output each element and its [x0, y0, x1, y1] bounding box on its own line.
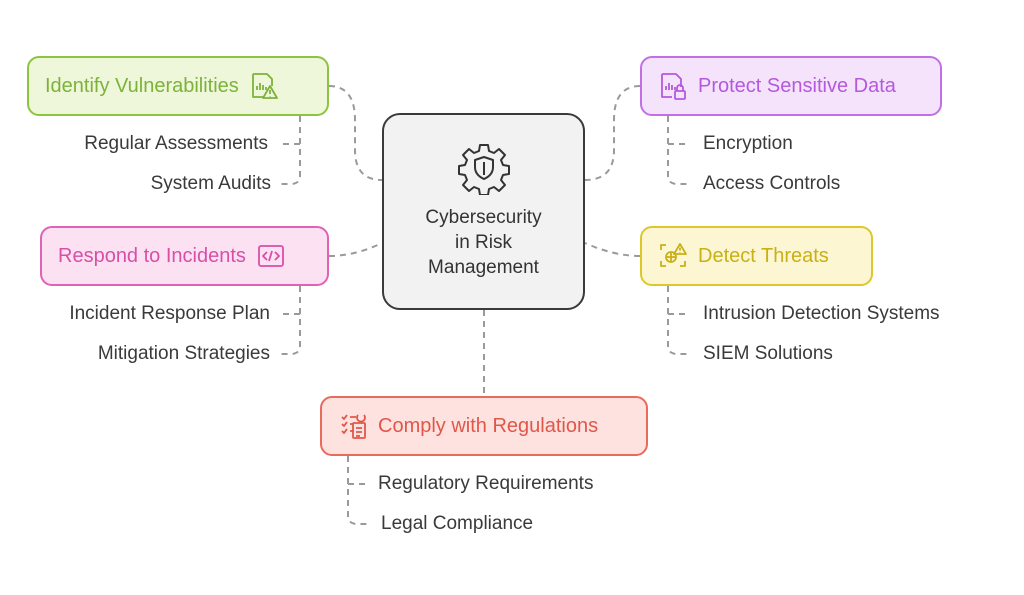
- item-intrusion-detection-systems: Intrusion Detection Systems: [703, 303, 940, 324]
- connector-identify-items: [280, 116, 301, 185]
- branch-label: Respond to Incidents: [58, 244, 246, 267]
- central-topic-node: Cybersecurity in Risk Management: [382, 113, 585, 310]
- item-encryption: Encryption: [703, 133, 793, 154]
- branch-label: Identify Vulnerabilities: [45, 74, 239, 97]
- connector-respond: [328, 242, 383, 257]
- chart-lock-icon: [658, 71, 688, 101]
- item-mitigation-strategies: Mitigation Strategies: [97, 343, 270, 364]
- branch-label: Detect Threats: [698, 244, 829, 267]
- item-regulatory-requirements: Regulatory Requirements: [378, 473, 594, 494]
- shield-gear-icon: [457, 144, 510, 195]
- code-window-icon: [256, 241, 286, 271]
- item-regular-assessments: Regular Assessments: [84, 133, 268, 154]
- item-siem-solutions: SIEM Solutions: [703, 343, 833, 364]
- branch-label: Comply with Regulations: [378, 414, 599, 437]
- connector-respond-items: [280, 286, 301, 355]
- item-system-audits: System Audits: [150, 173, 271, 194]
- connector-identify: [328, 85, 383, 181]
- item-legal-compliance: Legal Compliance: [381, 513, 534, 534]
- item-access-controls: Access Controls: [703, 173, 841, 194]
- central-topic-title: Cybersecurity in Risk Management: [425, 207, 542, 278]
- branch-protect-sensitive-data: Protect Sensitive Data: [640, 56, 942, 116]
- scan-warning-icon: [658, 241, 688, 271]
- connector-detect-items: [667, 286, 690, 355]
- connector-protect-items: [667, 116, 690, 185]
- branch-detect-threats: Detect Threats: [640, 226, 873, 286]
- connector-detect: [584, 242, 641, 257]
- checklist-icon: [338, 411, 368, 441]
- connector-protect: [584, 85, 641, 181]
- branch-identify-vulnerabilities: Identify Vulnerabilities: [27, 56, 329, 116]
- chart-warning-icon: [249, 71, 279, 101]
- connector-comply-items: [347, 456, 370, 525]
- branch-label: Protect Sensitive Data: [698, 74, 896, 97]
- item-incident-response-plan: Incident Response Plan: [69, 303, 270, 324]
- branch-respond-to-incidents: Respond to Incidents: [40, 226, 329, 286]
- branch-comply-with-regulations: Comply with Regulations: [320, 396, 648, 456]
